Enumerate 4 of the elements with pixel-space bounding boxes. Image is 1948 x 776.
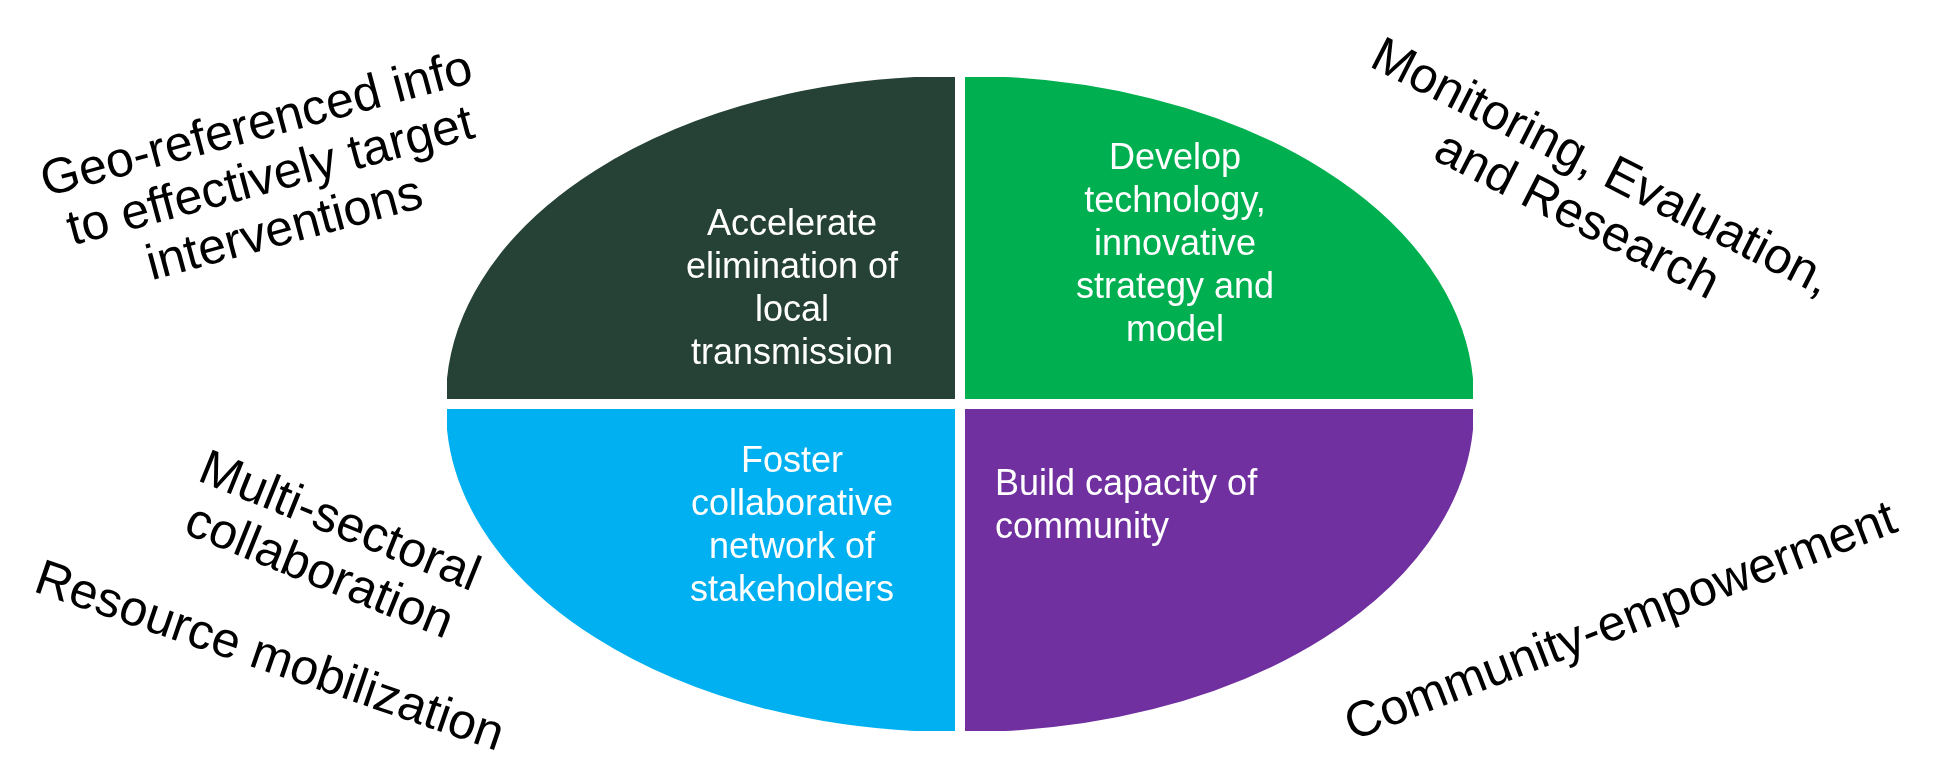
quadrant-label: Accelerate elimination of local transmission — [684, 201, 900, 373]
quadrant-label: Build capacity of community — [995, 461, 1259, 547]
quadrant-label: Develop technology, innovative strategy and model — [1074, 134, 1276, 350]
quadrant-label: Foster collaborative network of stakeholders — [688, 438, 896, 610]
